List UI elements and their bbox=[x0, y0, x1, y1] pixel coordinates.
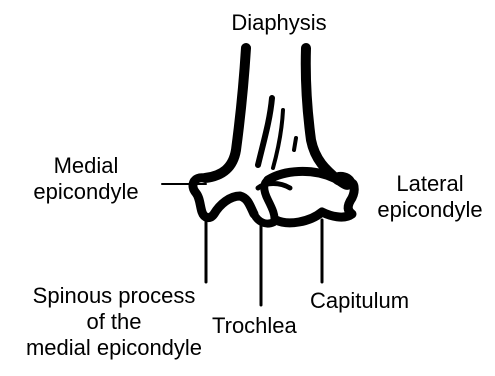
capitulum-inner-contour bbox=[258, 184, 290, 189]
diaphysis-left-edge bbox=[205, 48, 246, 178]
label-spinous-process-line1: Spinous process bbox=[4, 283, 224, 309]
label-medial-epicondyle-line1: Medial bbox=[14, 153, 158, 179]
label-medial-epicondyle: Medial epicondyle bbox=[14, 153, 158, 205]
label-spinous-process-line3: medial epicondyle bbox=[4, 335, 224, 361]
diaphysis-right-edge bbox=[306, 48, 338, 180]
label-lateral-epicondyle: Lateral epicondyle bbox=[368, 171, 492, 223]
humerus-bone-drawing bbox=[162, 48, 354, 305]
diaphysis-inner-ridge-2 bbox=[273, 110, 283, 168]
label-trochlea: Trochlea bbox=[212, 313, 297, 339]
label-spinous-process-line2: of the bbox=[4, 309, 224, 335]
label-diaphysis: Diaphysis bbox=[222, 10, 336, 36]
label-lateral-epicondyle-line2: epicondyle bbox=[368, 197, 492, 223]
diaphysis-inner-mark bbox=[294, 138, 296, 150]
label-spinous-process: Spinous process of the medial epicondyle bbox=[4, 283, 224, 361]
diaphysis-inner-ridge bbox=[258, 98, 272, 165]
label-lateral-epicondyle-line1: Lateral bbox=[368, 171, 492, 197]
label-capitulum: Capitulum bbox=[310, 288, 409, 314]
label-medial-epicondyle-line2: epicondyle bbox=[14, 179, 158, 205]
